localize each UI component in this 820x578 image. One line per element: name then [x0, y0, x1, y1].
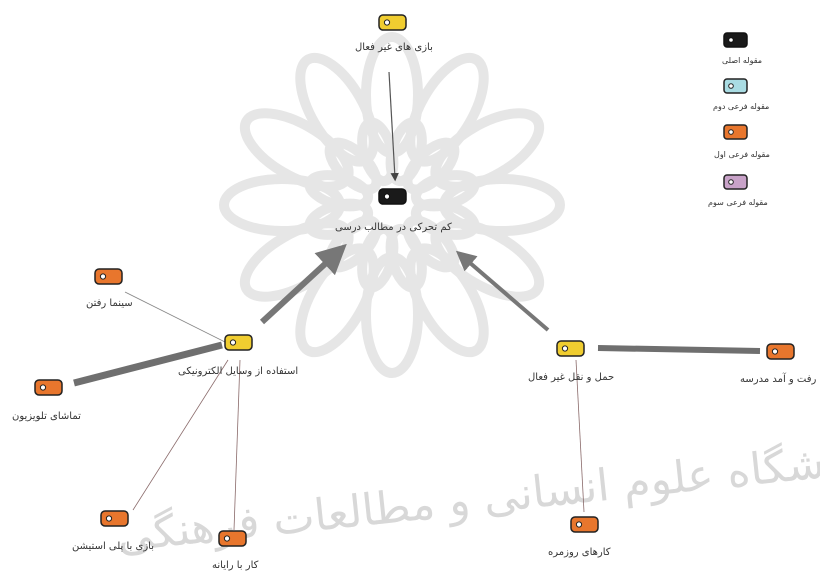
edge-cinema-electronics [124, 291, 226, 343]
tag-icon [94, 268, 123, 285]
edge-games-center [388, 71, 399, 182]
tag-icon [766, 343, 795, 360]
edge-daily-transport [575, 359, 585, 513]
tag-icon [34, 379, 63, 396]
edge-transport-center [455, 250, 550, 332]
node-center-label: کم تحرکی در مطالب درسی [335, 222, 452, 233]
tag-icon [378, 188, 407, 205]
legend-main-icon [723, 32, 748, 48]
tag-icon [218, 530, 247, 547]
node-computer-label: کار با رایانه [212, 560, 259, 571]
tag-icon [378, 14, 407, 31]
watermark-petal [410, 170, 480, 212]
edge-electronics-center [259, 243, 347, 325]
legend: مقوله اصلی مقوله فرعی دوم مقوله فرعی اول… [700, 28, 790, 228]
node-transport-label: حمل و نقل غیر فعال [528, 372, 615, 383]
legend-sub3-label: مقوله فرعی سوم [708, 198, 768, 207]
node-tv-label: تماشای تلویزیون [12, 411, 81, 422]
legend-sub1-label: مقوله فرعی اول [714, 150, 770, 159]
tag-icon [224, 334, 253, 351]
node-electronics-label: استفاده از وسایل الکترونیکی [178, 366, 299, 377]
node-commute-label: رفت و آمد مدرسه [740, 374, 817, 385]
legend-sub3-icon [723, 174, 748, 190]
legend-main-label: مقوله اصلی [722, 56, 763, 65]
node-playstation-label: بازی با پلی استیشن [72, 541, 155, 552]
legend-sub2-label: مقوله فرعی دوم [713, 102, 770, 111]
edge-tv-electronics [73, 341, 223, 387]
tag-icon [556, 340, 585, 357]
tag-icon [100, 510, 129, 527]
legend-sub2-icon [723, 78, 748, 94]
node-games-label: بازی های غیر فعال [355, 42, 433, 53]
tag-icon [570, 516, 599, 533]
node-daily-label: کارهای روزمره [548, 547, 611, 558]
node-cinema-label: سینما رفتن [86, 298, 133, 309]
edge-playstation-electronics [132, 359, 229, 511]
edge-commute-transport [597, 345, 761, 354]
edge-computer-electronics [233, 359, 241, 531]
legend-sub1-icon [723, 124, 748, 140]
